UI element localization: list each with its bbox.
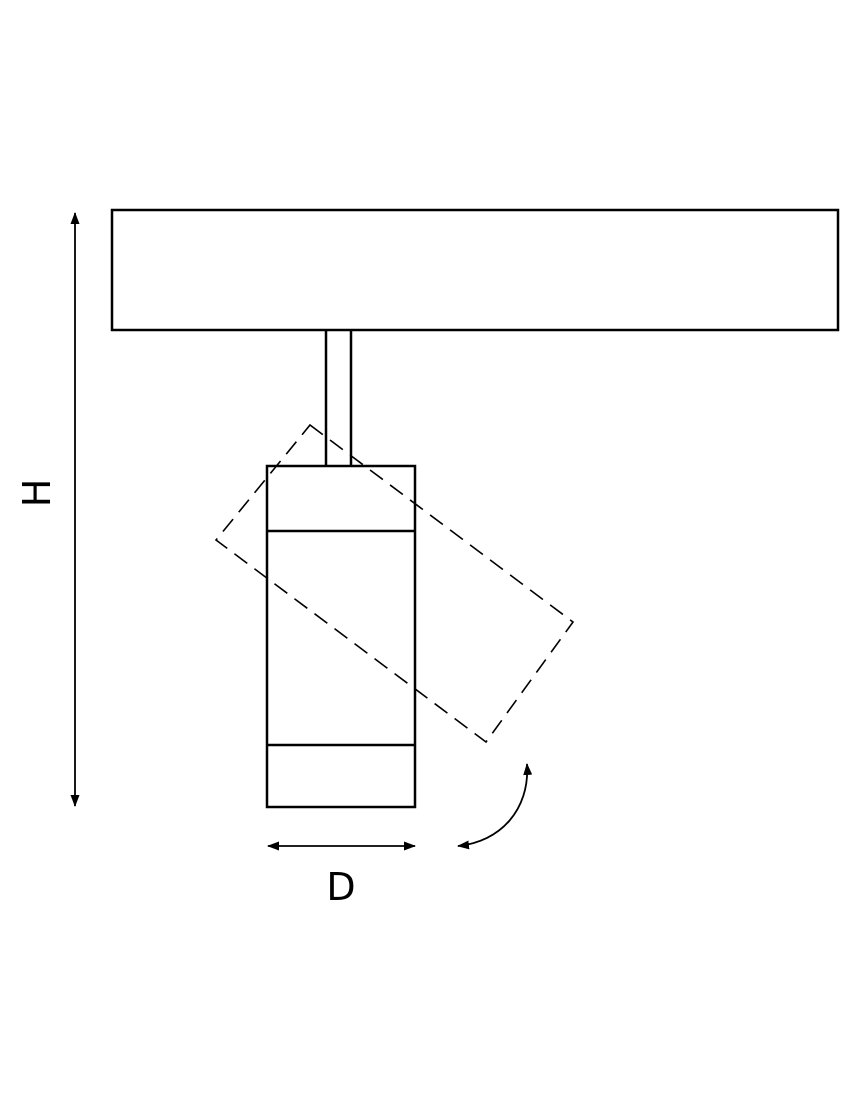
- track-rail: [110, 208, 840, 332]
- height-label: H: [15, 479, 59, 508]
- rotation-arrow: [457, 763, 533, 850]
- tilted-housing-outline: [214, 423, 575, 744]
- mounting-stem: [324, 331, 353, 466]
- spotlight-housing: [265, 464, 417, 809]
- diameter-label: D: [326, 865, 355, 909]
